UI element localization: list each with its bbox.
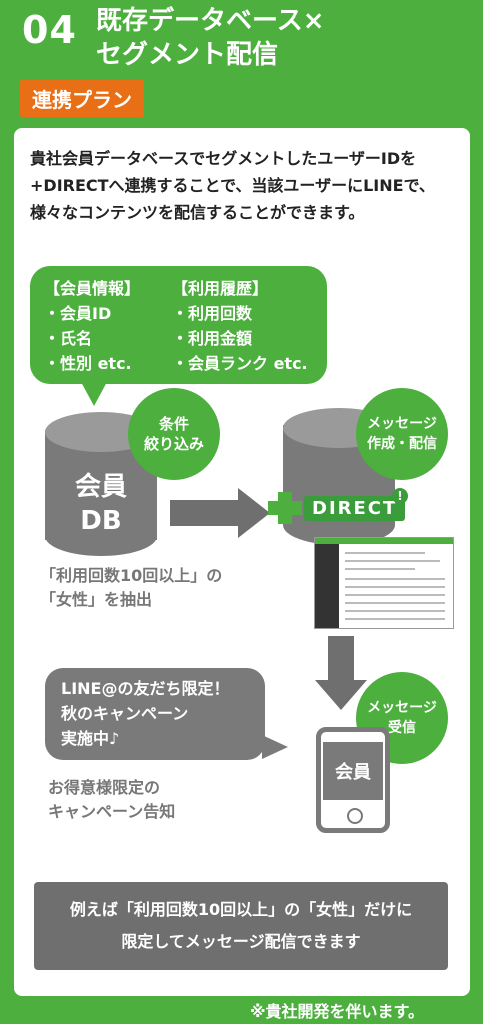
extract-text: 「利用回数10回以上」の 「女性」を抽出 — [40, 564, 222, 612]
arrow-right-icon — [238, 488, 270, 538]
data-items-bubble: 【会員情報】 ・会員ID ・氏名 ・性別 etc. 【利用履歴】 ・利用回数 ・… — [30, 266, 327, 384]
receive-circle-line2: 受信 — [387, 720, 416, 736]
member-info-column: 【会員情報】 ・会員ID ・氏名 ・性別 etc. — [44, 276, 140, 376]
member-info-item: ・会員ID — [44, 304, 112, 323]
smartphone-icon: 会員 — [316, 727, 390, 833]
member-info-item: ・氏名 — [44, 329, 93, 348]
notice-text: お得意様限定の キャンペーン告知 — [48, 776, 175, 824]
db-label-line1: 会員 — [74, 472, 127, 502]
thumbnail-line — [345, 586, 445, 588]
notice-line1: お得意様限定の — [48, 778, 161, 797]
plus-icon-bar — [268, 501, 302, 515]
thumbnail-header-bar — [315, 538, 453, 544]
message-line2: 秋のキャンペーン — [61, 704, 189, 723]
message-line1: LINE@の友だち限定！ — [61, 679, 230, 698]
receive-circle-line1: メッセージ — [367, 700, 437, 716]
notice-line2: キャンペーン告知 — [48, 802, 176, 821]
footnote: ※貴社開発を伴います。 — [250, 1002, 424, 1021]
arrow-right-shaft — [170, 500, 240, 526]
member-info-heading: 【会員情報】 — [44, 279, 141, 298]
extract-text-line2: 「女性」を抽出 — [40, 590, 153, 609]
filter-circle-line1: 条件 — [158, 415, 189, 433]
create-send-circle: メッセージ 作成・配信 — [356, 388, 448, 480]
phone-label: 会員 — [323, 742, 383, 800]
thumbnail-line — [345, 602, 445, 604]
thumbnail-sidebar — [315, 544, 339, 628]
direct-logo: DIRECT ! — [268, 488, 408, 524]
message-bubble: LINE@の友だち限定！ 秋のキャンペーン 実施中♪ — [45, 668, 265, 760]
create-circle-line1: メッセージ — [367, 416, 437, 432]
filter-circle-line2: 絞り込み — [143, 435, 204, 453]
member-db-label: 会員 DB — [45, 470, 157, 538]
thumbnail-line — [345, 578, 445, 580]
usage-history-item: ・会員ランク etc. — [172, 354, 308, 373]
admin-screen-thumbnail — [314, 537, 454, 629]
intro-text: 貴社会員データベースでセグメントしたユーザーIDを+DIRECTへ連携することで… — [30, 149, 435, 222]
thumbnail-line — [345, 594, 445, 596]
usage-history-item: ・利用回数 — [172, 304, 253, 323]
arrow-down-shaft — [328, 636, 354, 682]
message-line3: 実施中♪ — [61, 729, 120, 748]
summary-box: 例えば「利用回数10回以上」の「女性」だけに 限定してメッセージ配信できます — [34, 882, 448, 970]
member-info-item: ・性別 etc. — [44, 354, 132, 373]
thumbnail-line — [345, 552, 425, 554]
summary-line2: 限定してメッセージ配信できます — [121, 932, 361, 951]
direct-logo-text: DIRECT — [304, 496, 406, 521]
section-number: 04 — [22, 8, 77, 52]
cylinder-bottom — [45, 516, 157, 556]
title-line-2: セグメント配信 — [96, 40, 279, 70]
message-bubble-tail — [262, 735, 288, 759]
thumbnail-line — [345, 610, 445, 612]
thumbnail-line — [345, 618, 445, 620]
exclamation-icon: ! — [392, 488, 408, 504]
extract-text-line1: 「利用回数10回以上」の — [40, 566, 223, 585]
thumbnail-line — [345, 560, 440, 562]
usage-history-column: 【利用履歴】 ・利用回数 ・利用金額 ・会員ランク etc. — [172, 276, 308, 376]
usage-history-heading: 【利用履歴】 — [172, 279, 269, 298]
section-title: 既存データベース× セグメント配信 — [96, 4, 325, 72]
create-circle-line2: 作成・配信 — [367, 436, 437, 452]
filter-circle: 条件 絞り込み — [128, 388, 220, 480]
plan-badge: 連携プラン — [20, 80, 144, 117]
db-label-line2: DB — [80, 506, 122, 536]
usage-history-item: ・利用金額 — [172, 329, 253, 348]
title-line-1: 既存データベース× — [96, 6, 325, 36]
thumbnail-line — [345, 568, 415, 570]
home-button-icon — [347, 808, 363, 824]
summary-line1: 例えば「利用回数10回以上」の「女性」だけに — [69, 900, 413, 919]
bubble-tail — [80, 380, 108, 406]
